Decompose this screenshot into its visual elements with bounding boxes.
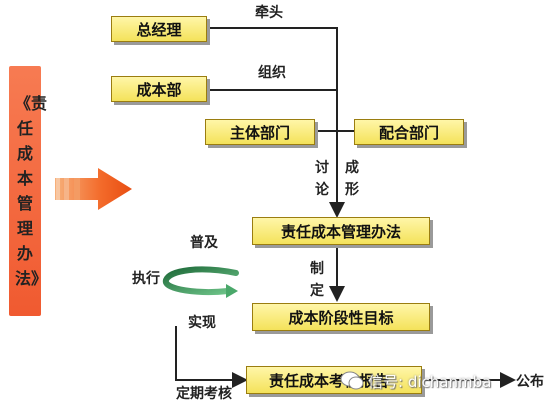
- label-lead: 牵头: [255, 5, 283, 21]
- node-general-manager: 总经理: [111, 16, 207, 42]
- label-discuss: 讨论: [315, 160, 329, 198]
- node-main-dept: 主体部门: [205, 119, 315, 145]
- label-popularize: 普及: [190, 235, 218, 251]
- chat-bubble-icon: [340, 371, 364, 390]
- label-organize: 组织: [258, 65, 286, 81]
- node-method: 责任成本管理办法: [252, 217, 430, 245]
- watermark-text: 信号: dichanmba: [368, 373, 492, 391]
- label-realize: 实现: [188, 315, 216, 331]
- label-periodic-check: 定期考核: [176, 386, 232, 402]
- node-coop-dept: 配合部门: [354, 119, 464, 145]
- node-cost-dept: 成本部: [111, 76, 207, 102]
- label-publish: 公布: [516, 374, 544, 390]
- node-stage-target: 成本阶段性目标: [252, 303, 430, 331]
- side-title-banner: 《责任成本管理办法》: [9, 66, 48, 316]
- swirl-arrow-icon: [163, 266, 239, 295]
- label-form: 成形: [345, 160, 359, 198]
- label-execute: 执行: [132, 271, 160, 287]
- side-title: 《责任成本管理办法》: [15, 94, 48, 288]
- label-formulate: 制定: [310, 261, 324, 299]
